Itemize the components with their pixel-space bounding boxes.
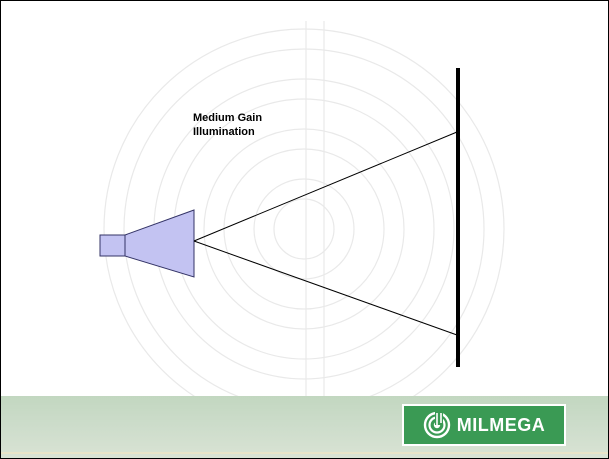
beam-lower-edge <box>193 240 458 336</box>
caption-line-2: Illumination <box>193 126 255 138</box>
footer-divider <box>1 452 608 454</box>
concentric-circle-logo-icon <box>423 411 450 439</box>
antenna-feed-box <box>99 234 126 257</box>
brand-name: MILMEGA <box>456 414 546 435</box>
beam-upper-edge <box>193 131 458 242</box>
milmega-logo: MILMEGA <box>402 404 566 446</box>
horn-antenna <box>124 209 195 278</box>
diagram-caption: Medium Gain Illumination <box>193 111 262 139</box>
caption-line-1: Medium Gain <box>193 112 263 124</box>
